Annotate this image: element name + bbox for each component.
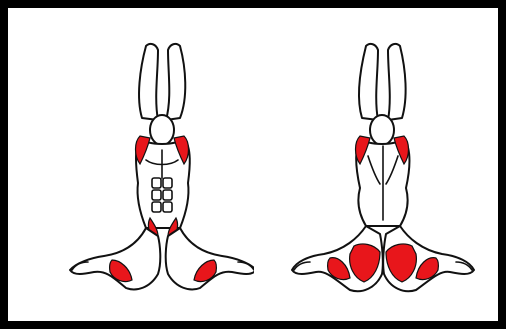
- back-view-figure: [276, 38, 486, 308]
- right-arm: [388, 44, 406, 120]
- head: [370, 115, 394, 145]
- back-view-svg: [276, 38, 486, 308]
- right-leg: [166, 228, 254, 289]
- left-arm: [139, 44, 158, 120]
- front-view-svg: [54, 38, 254, 308]
- head: [150, 115, 174, 145]
- left-leg: [70, 228, 160, 289]
- front-view-figure: [54, 38, 254, 308]
- left-arm: [359, 44, 378, 120]
- right-arm: [166, 44, 185, 120]
